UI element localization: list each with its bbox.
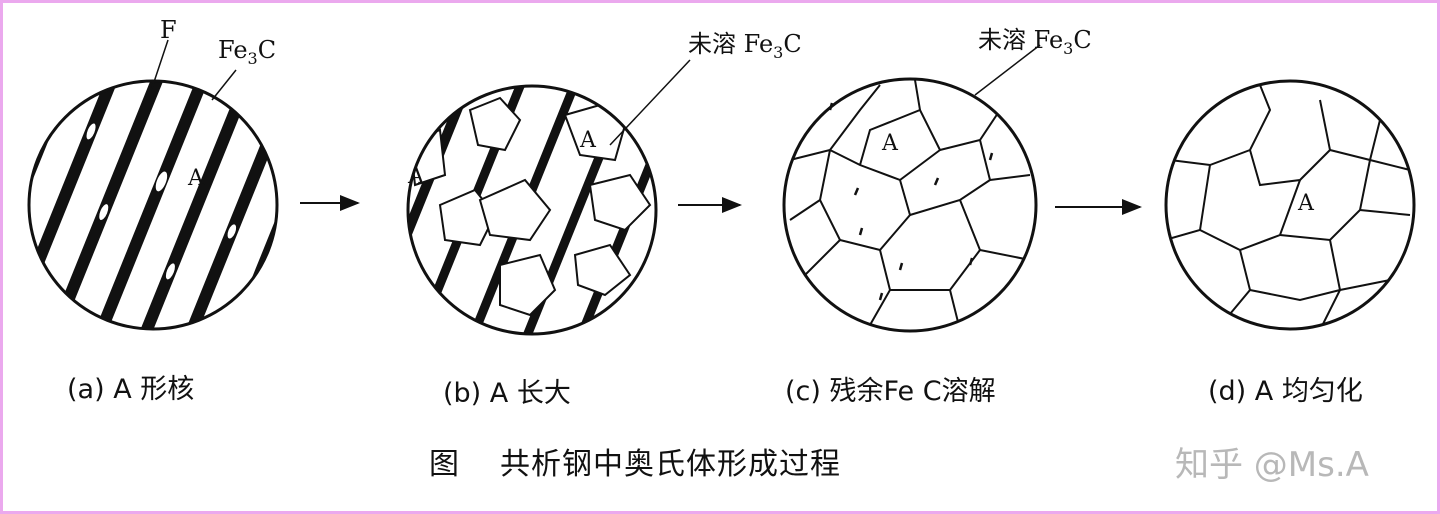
caption-b: (b) A 长大 — [443, 378, 571, 409]
label-cementite: Fe3C — [218, 36, 276, 68]
panel-c-carbide-dissolution: 未溶 Fe3C A — [782, 26, 1092, 333]
label-ferrite: F — [160, 16, 177, 44]
caption-c: (c) 残余Fe C溶解 — [785, 376, 996, 407]
watermark: 知乎 @Ms.A — [1175, 445, 1369, 485]
figure-prefix: 图 — [429, 447, 460, 482]
figure-title: 图 共析钢中奥氏体形成过程 — [429, 439, 841, 483]
label-austenite: A — [1297, 191, 1315, 216]
diagram: F Fe3C A 未溶 Fe3C A A — [27, 16, 1416, 336]
label-austenite-2: A — [407, 164, 425, 189]
label-austenite: A — [881, 131, 899, 156]
label-undissolved-fe3c: 未溶 Fe3C — [688, 30, 802, 62]
label-austenite: A — [187, 166, 205, 191]
panel-b-growth: 未溶 Fe3C A A — [406, 30, 802, 336]
panel-d-homogenization: A — [1164, 79, 1416, 331]
label-austenite: A — [579, 128, 597, 153]
pearlite-lamellae — [29, 81, 277, 329]
panel-a-nucleation: F Fe3C A — [27, 16, 279, 331]
figure-title-text: 共析钢中奥氏体形成过程 — [500, 447, 841, 482]
caption-a: (a) A 形核 — [67, 374, 195, 405]
label-undissolved-fe3c: 未溶 Fe3C — [978, 26, 1092, 58]
caption-d: (d) A 均匀化 — [1208, 376, 1363, 407]
